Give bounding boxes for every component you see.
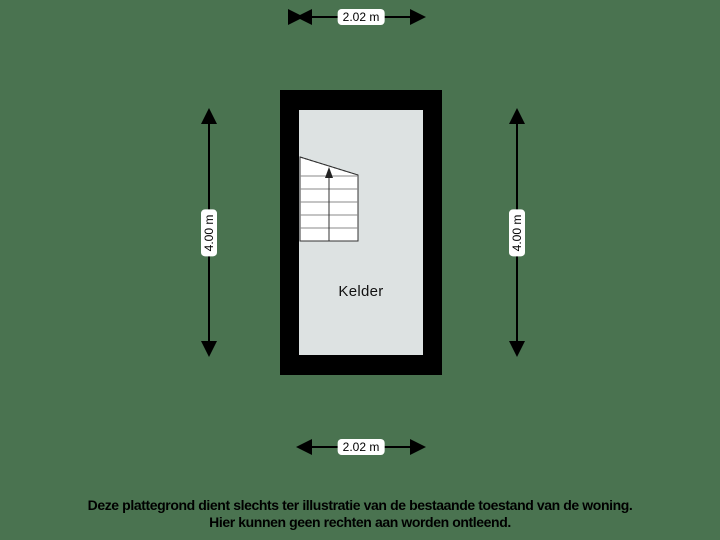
- stair-direction-arrow-icon: [325, 167, 333, 178]
- dimension-left-height: 4.00 m: [201, 209, 217, 257]
- room-label: Kelder: [338, 283, 384, 300]
- dimension-bottom-width: 2.02 m: [337, 439, 385, 455]
- disclaimer-line-2: Hier kunnen geen rechten aan worden ontl…: [209, 514, 511, 530]
- dimension-top-width: 2.02 m: [337, 9, 385, 25]
- dimension-right-height: 4.00 m: [509, 209, 525, 257]
- disclaimer-line-1: Deze plattegrond dient slechts ter illus…: [87, 497, 633, 513]
